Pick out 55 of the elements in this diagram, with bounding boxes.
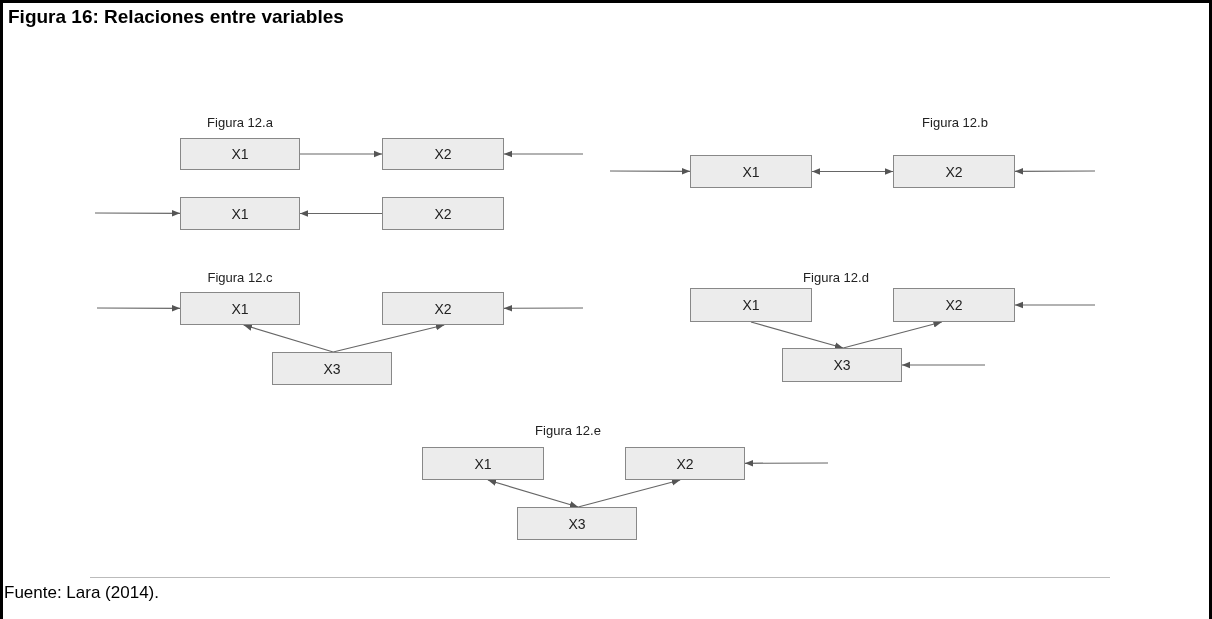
variable-box — [625, 447, 745, 480]
subfigure-label: Figura 12.b — [922, 115, 988, 130]
arrow — [503, 150, 584, 158]
variable-label: X2 — [434, 146, 452, 162]
arrow — [243, 324, 334, 353]
arrow — [744, 459, 829, 467]
variable-box — [690, 155, 812, 188]
arrow — [299, 150, 383, 158]
variable-label: X2 — [434, 300, 452, 317]
variable-label: X2 — [676, 455, 694, 472]
variable-label: X2 — [434, 205, 452, 222]
variable-box — [272, 352, 392, 385]
arrow — [1014, 301, 1096, 309]
variable-box — [382, 292, 504, 325]
variable-label: X1 — [231, 205, 249, 222]
variable-label: X1 — [231, 146, 249, 162]
variable-label: X3 — [833, 357, 851, 373]
variable-box — [180, 292, 300, 325]
variable-box — [893, 155, 1015, 188]
variable-box — [180, 138, 300, 170]
variable-label: X1 — [231, 300, 249, 317]
variable-box — [382, 197, 504, 230]
variable-label: X3 — [568, 515, 586, 532]
arrow — [94, 209, 181, 217]
subfigure-label: Figura 12.e — [535, 423, 601, 438]
arrow — [750, 321, 844, 349]
arrow — [577, 478, 681, 508]
arrow — [842, 320, 943, 349]
figure-title: Figura 16: Relaciones entre variables — [8, 6, 344, 28]
variable-label: X3 — [323, 360, 341, 377]
arrow — [503, 304, 584, 312]
variable-label: X1 — [474, 455, 492, 472]
source-caption: Fuente: Lara (2014). — [4, 583, 159, 603]
variable-box — [782, 348, 902, 382]
variable-box — [382, 138, 504, 170]
variable-box — [690, 288, 812, 322]
arrow — [1014, 167, 1096, 175]
subfigure-label: Figura 12.a — [207, 115, 273, 130]
arrow — [96, 304, 181, 312]
arrow — [332, 323, 445, 353]
variable-box — [180, 197, 300, 230]
variable-label: X1 — [742, 163, 760, 180]
subfigure-label: Figura 12.c — [207, 270, 273, 285]
arrow — [609, 167, 691, 175]
arrow — [299, 210, 383, 217]
variable-box — [893, 288, 1015, 322]
arrow — [487, 479, 579, 508]
subfigure-label: Figura 12.d — [803, 270, 869, 285]
arrow — [811, 168, 894, 175]
variable-label: X2 — [945, 163, 963, 180]
arrow — [901, 361, 986, 369]
variable-label: X2 — [945, 297, 963, 313]
variable-box — [422, 447, 544, 480]
variable-label: X1 — [742, 297, 760, 313]
variable-box — [517, 507, 637, 540]
